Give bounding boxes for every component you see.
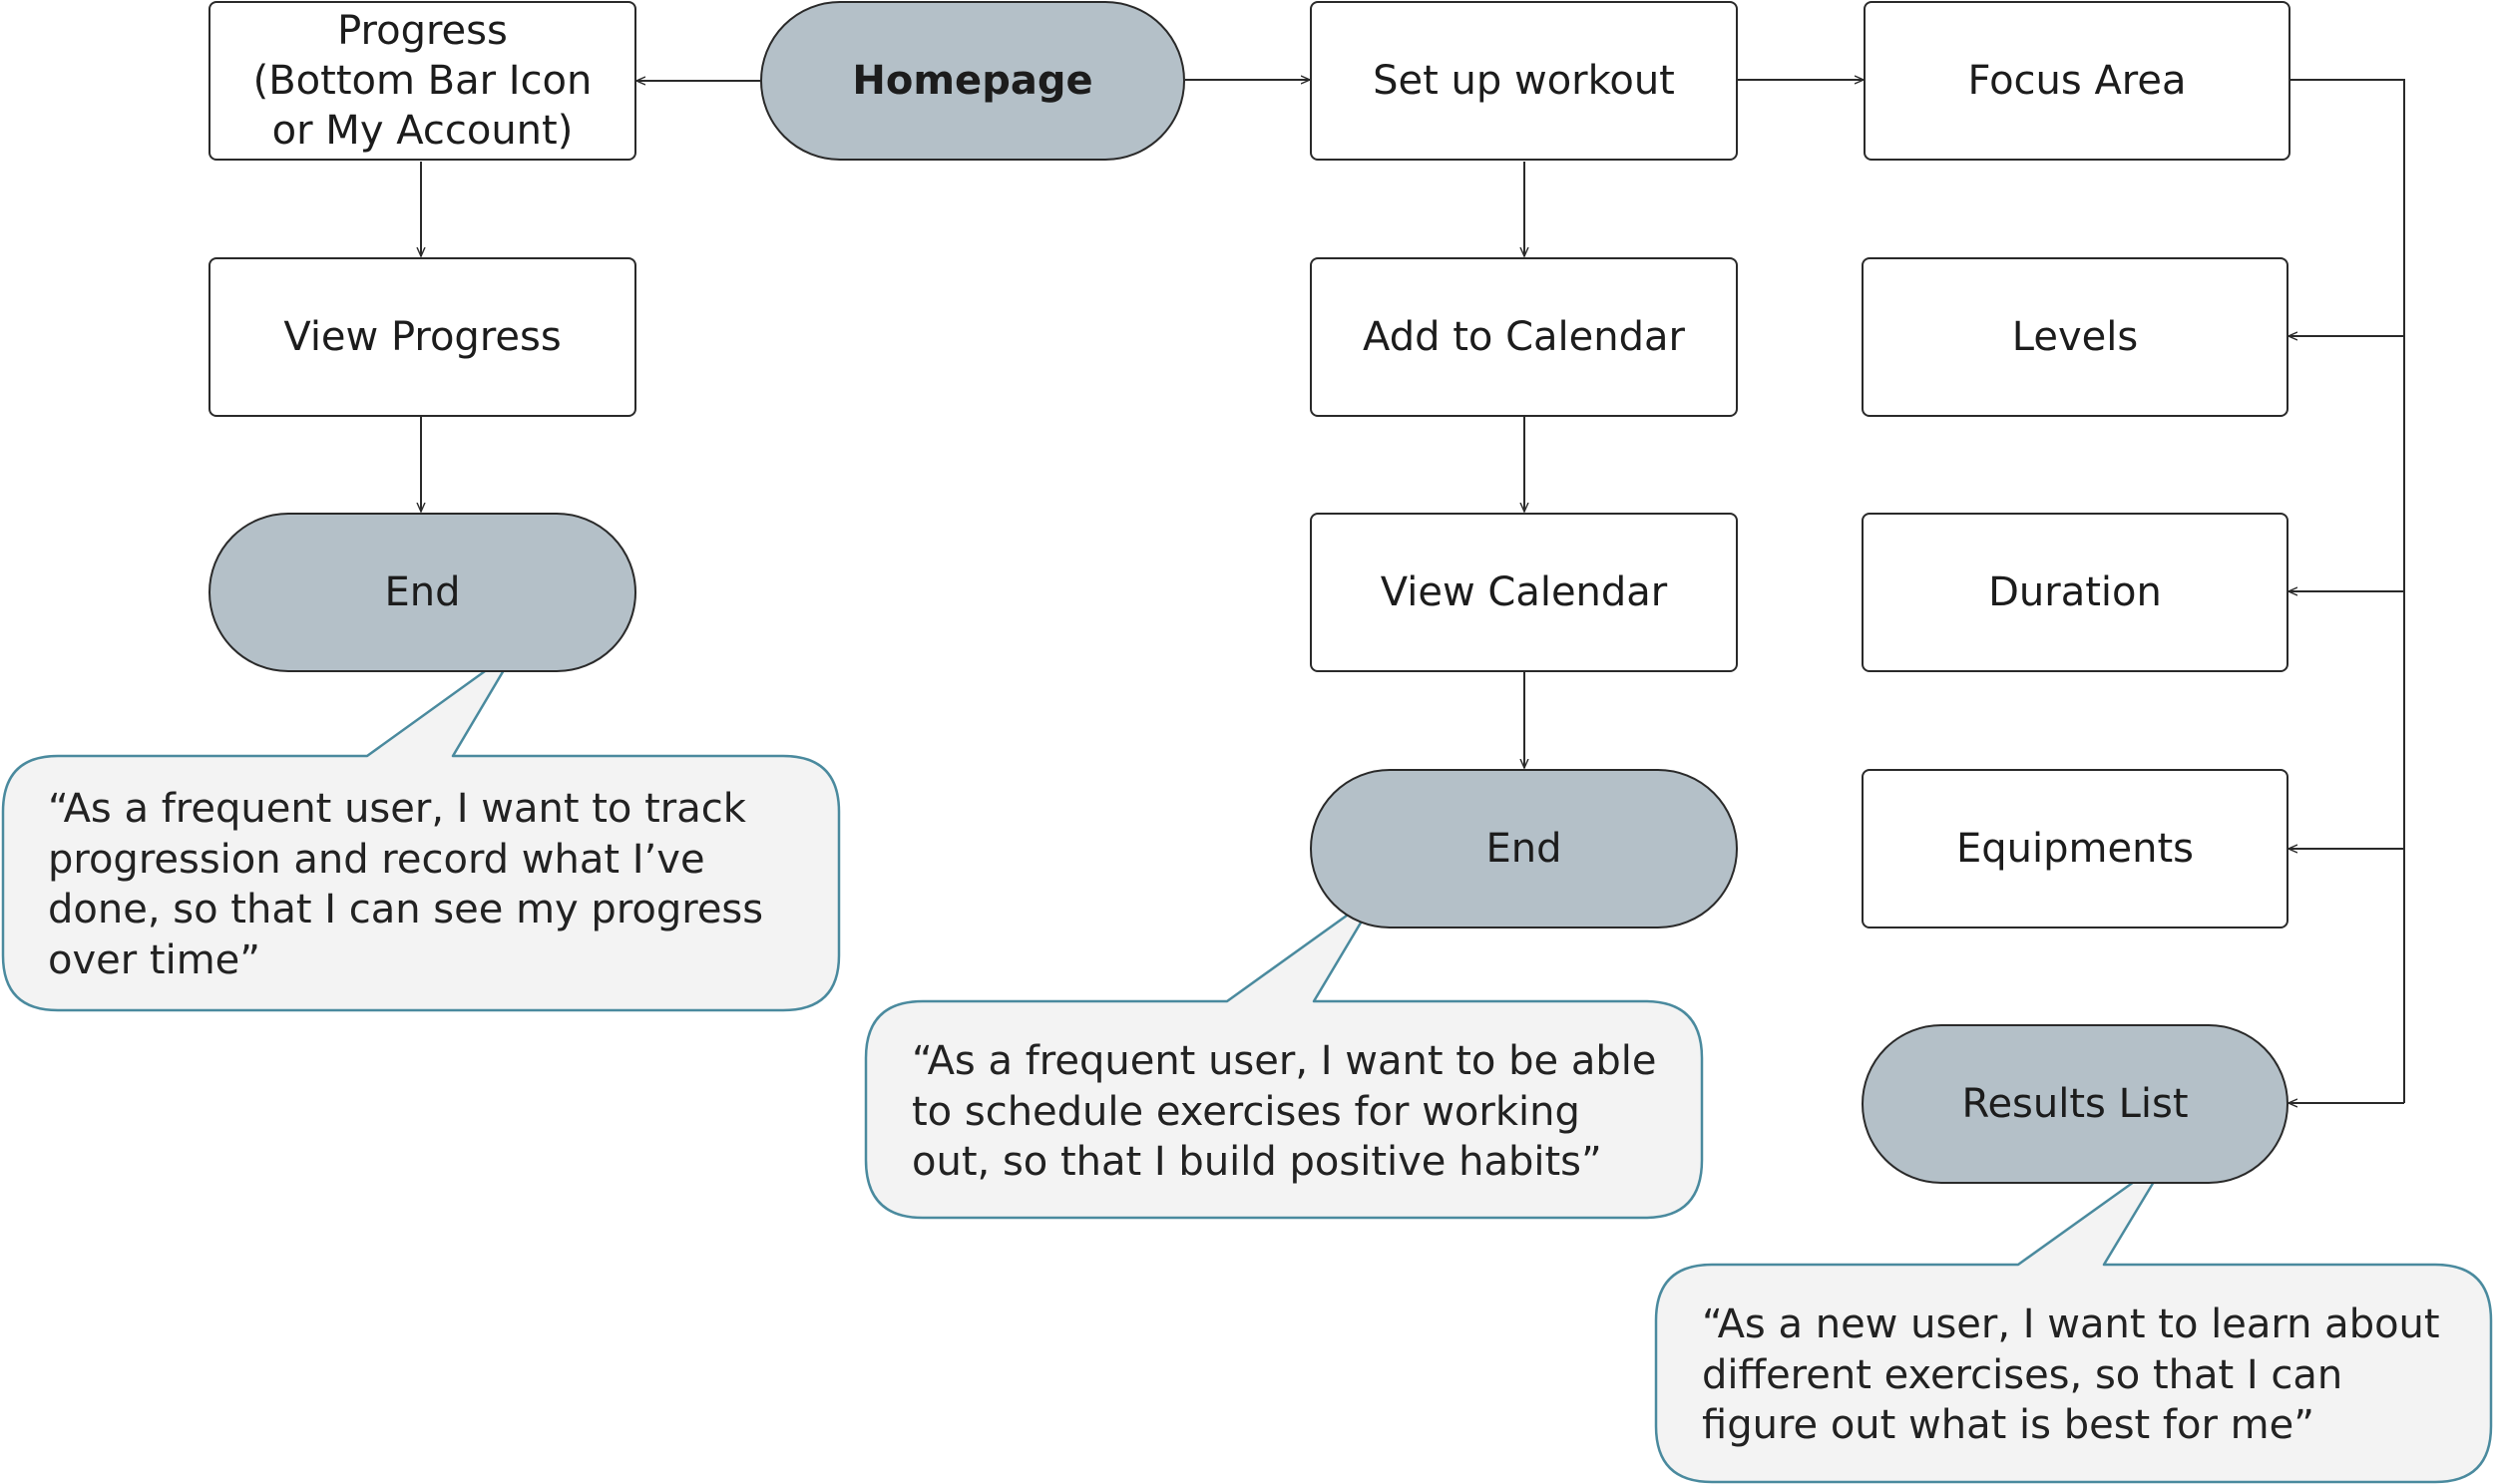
view-calendar-node: View Calendar	[1310, 513, 1738, 672]
focus-area-node: Focus Area	[1864, 1, 2290, 161]
user-story-progress: “As a frequent user, I want to track pro…	[48, 786, 764, 983]
user-story-results: “As a new user, I want to learn about di…	[1702, 1301, 2440, 1448]
view-progress-node: View Progress	[208, 257, 636, 417]
progress-node: Progress (Bottom Bar Icon or My Account)	[208, 1, 636, 161]
user-story-calendar: “As a frequent user, I want to be able t…	[912, 1038, 1657, 1185]
bracket-focus-area-trunk	[2290, 79, 2405, 1103]
speech-bubble-progress	[1, 646, 841, 1012]
add-to-calendar-node: Add to Calendar	[1310, 257, 1738, 417]
speech-bubble-results	[1654, 1155, 2493, 1484]
equipments-node: Equipments	[1862, 769, 2288, 928]
end-node-progress: End	[208, 513, 636, 672]
end-node-calendar: End	[1310, 769, 1738, 928]
duration-node: Duration	[1862, 513, 2288, 672]
setup-workout-node: Set up workout	[1310, 1, 1738, 161]
homepage-node: Homepage	[760, 1, 1185, 161]
results-list-node: Results List	[1862, 1024, 2288, 1184]
progress-node-label: Progress (Bottom Bar Icon or My Account)	[252, 8, 593, 154]
speech-bubble-calendar	[864, 891, 1704, 1220]
levels-node: Levels	[1862, 257, 2288, 417]
